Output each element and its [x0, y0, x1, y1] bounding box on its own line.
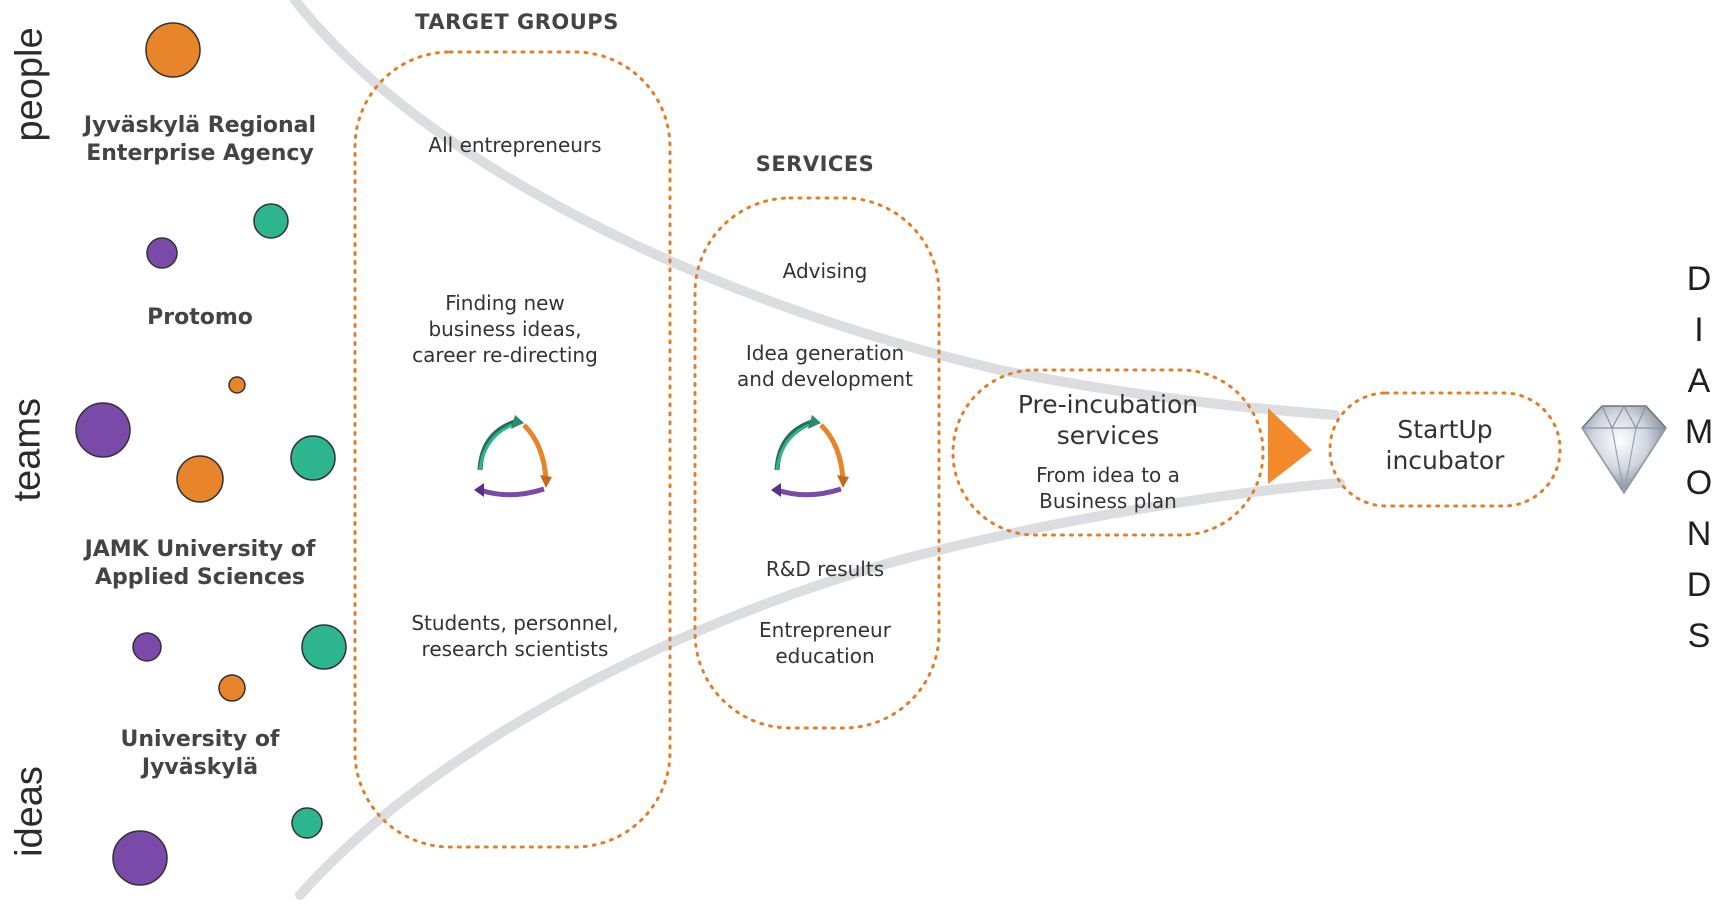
label-teams: teams: [6, 398, 49, 502]
cycle-arrows-icon: [771, 415, 849, 498]
diamonds-letter: S: [1687, 617, 1711, 655]
startup-incubator-title: StartUp incubator: [1385, 415, 1505, 475]
service-item: Idea generation and development: [737, 341, 913, 391]
arrow-right-icon: [1268, 408, 1312, 484]
dot-purple: [75, 402, 131, 458]
org-jyvaskyla-regional-enterprise-agency: Jyväskylä Regional Enterprise Agency: [83, 113, 317, 166]
target-groups-header: TARGET GROUPS: [415, 10, 619, 34]
diamonds-letter: M: [1684, 413, 1714, 451]
service-item: R&D results: [765, 557, 885, 581]
dot-green: [291, 807, 323, 839]
diamonds-letter: A: [1687, 362, 1711, 400]
org-jamk-university: JAMK University of Applied Sciences: [84, 537, 316, 590]
services-box: [693, 196, 941, 730]
dot-green: [290, 435, 336, 481]
dot-green: [253, 203, 289, 239]
diamonds-letter: I: [1694, 311, 1704, 349]
funnel-lower-curve: [295, 478, 1345, 900]
diamonds-letter: D: [1686, 260, 1712, 298]
label-ideas: ideas: [8, 766, 51, 857]
dots-cluster: [75, 22, 347, 886]
cycle-arrows-icon: [474, 415, 552, 498]
dot-orange: [228, 376, 246, 394]
diamonds-letter: D: [1686, 566, 1712, 604]
dot-purple: [112, 830, 168, 886]
diamond-icon: [1581, 404, 1667, 495]
services-header: SERVICES: [755, 152, 875, 176]
dot-orange: [145, 22, 201, 78]
target-group-item: Finding new business ideas, career re-di…: [412, 291, 598, 367]
org-university-of-jyvaskyla: University of Jyväskylä: [120, 727, 280, 780]
funnel-upper-curve: [290, 0, 1340, 420]
dot-orange: [176, 455, 224, 503]
target-group-item: All entrepreneurs: [428, 133, 602, 157]
service-item: Entrepreneur education: [759, 618, 891, 668]
service-item: Advising: [782, 259, 868, 283]
target-group-item: Students, personnel, research scientists: [411, 611, 619, 661]
startup-incubator-box: [1328, 391, 1562, 508]
diamonds-letter: O: [1685, 464, 1713, 502]
pre-incubation-title: Pre-incubation services: [1017, 390, 1199, 450]
dot-orange: [218, 674, 246, 702]
dot-green: [301, 624, 347, 670]
org-protomo: Protomo: [147, 305, 253, 330]
dot-purple: [146, 237, 178, 269]
diamonds-letter: N: [1686, 515, 1712, 553]
pre-incubation-box: [951, 368, 1265, 537]
dot-purple: [132, 632, 162, 662]
pre-incubation-subtitle: From idea to a Business plan: [1036, 463, 1180, 513]
target-groups-box: [353, 50, 672, 849]
label-people: people: [8, 27, 51, 142]
